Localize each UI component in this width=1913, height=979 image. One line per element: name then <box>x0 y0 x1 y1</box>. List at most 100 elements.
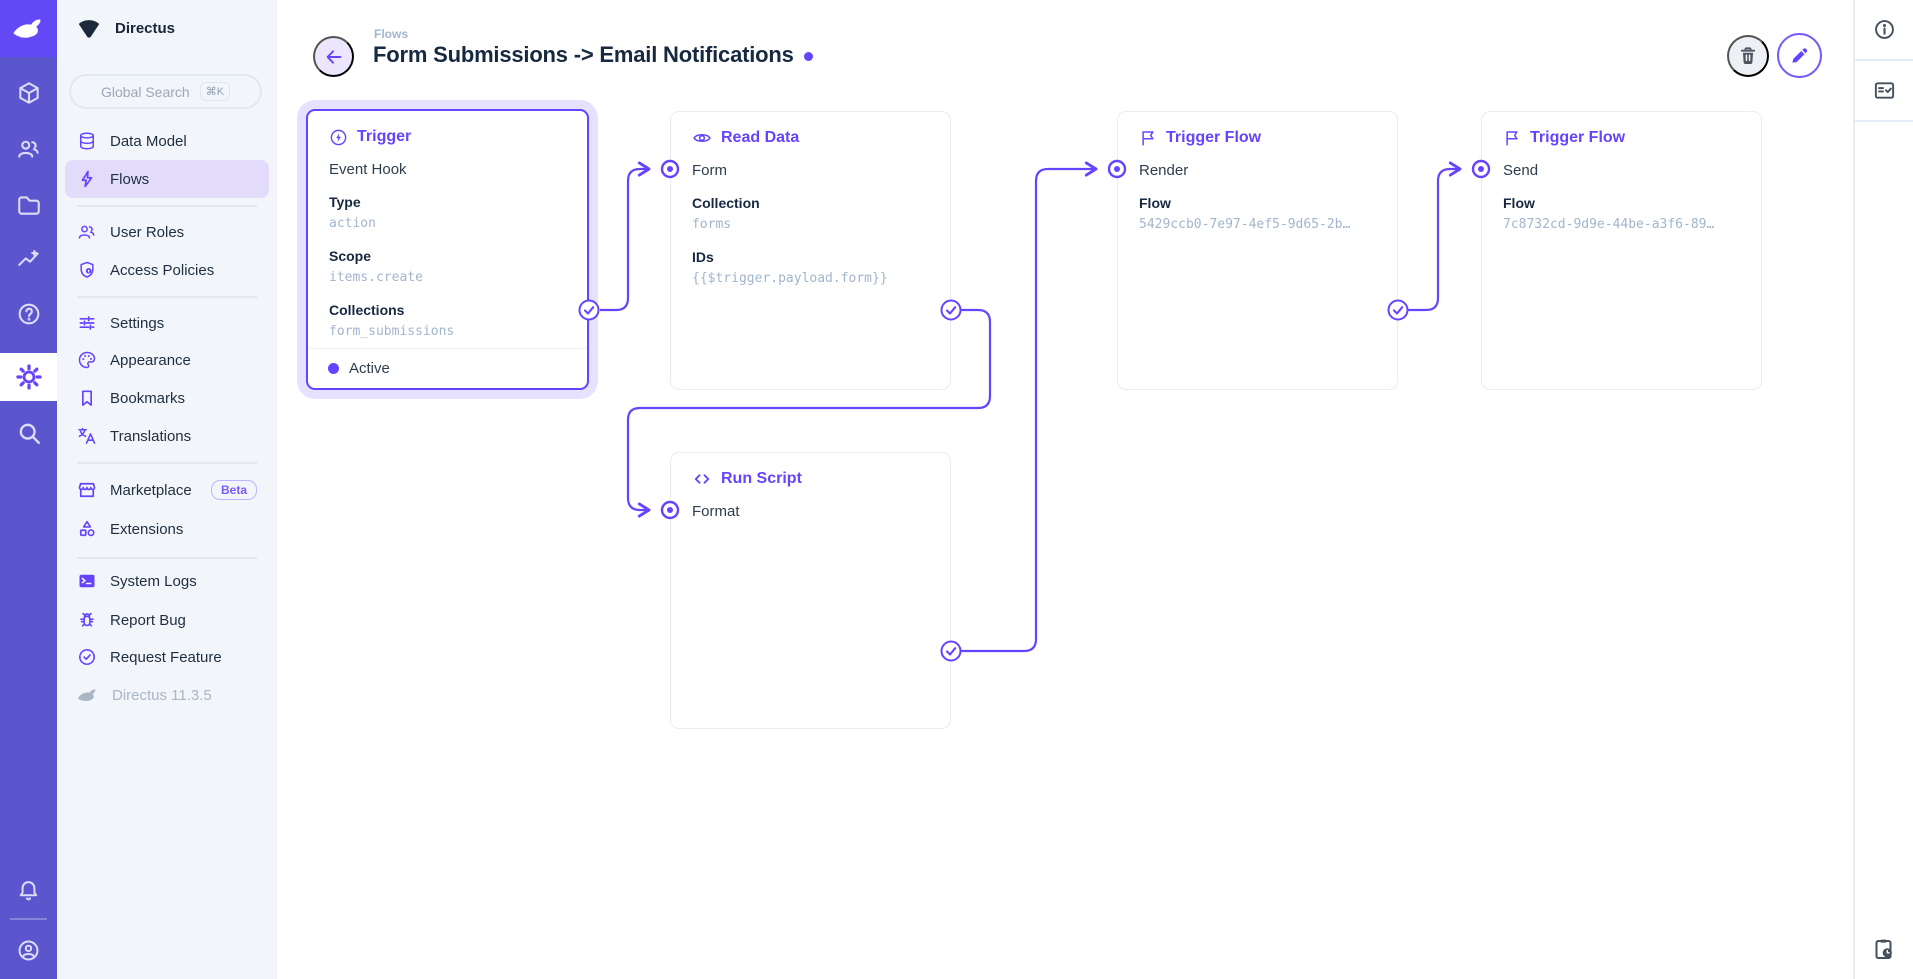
extension-icon <box>79 520 95 537</box>
sidebar-item-label: Settings <box>110 314 165 332</box>
sidebar-activity-button[interactable] <box>1855 918 1913 979</box>
node-name: Render <box>1139 162 1189 179</box>
project-name: Directus <box>115 20 176 37</box>
field-value: forms <box>692 217 732 232</box>
account-button[interactable] <box>0 926 57 974</box>
sidebar-revisions-button[interactable] <box>1855 61 1913 122</box>
sidebar-item-label: Marketplace <box>110 481 192 499</box>
sidebar-item-data-model[interactable]: Data Model <box>65 122 269 160</box>
help-icon <box>18 303 39 325</box>
directus-logo-tile[interactable] <box>0 0 57 57</box>
sidebar-item-appearance[interactable]: Appearance <box>65 341 269 379</box>
node-type-label: Run Script <box>692 467 929 491</box>
palette-icon <box>78 351 96 369</box>
global-search-input[interactable]: Global Search ⌘K <box>69 74 262 109</box>
database-icon <box>80 132 94 150</box>
field-label: Flow <box>1503 195 1535 211</box>
status-label: Active <box>349 360 390 377</box>
sidebar-item-label: Translations <box>110 427 192 445</box>
flow-node-trigger-flow-render[interactable]: Trigger Flow Render Flow 5429ccb0-7e97-4… <box>1117 111 1398 390</box>
arrow-left-icon <box>326 49 341 64</box>
flow-node-read-data[interactable]: Read Data Form Collection forms IDs {{$t… <box>670 111 951 390</box>
module-docs[interactable] <box>0 290 57 338</box>
bell-icon <box>19 880 38 900</box>
page-title: Form Submissions -> Email Notifications <box>373 42 794 67</box>
rabbit-gray-icon <box>77 688 96 701</box>
sidebar-item-label: Extensions <box>110 520 184 538</box>
gear-icon <box>15 364 42 390</box>
sidebar-item-extensions[interactable]: Extensions <box>65 510 269 548</box>
sidebar-item-access-policies[interactable]: Access Policies <box>65 251 269 289</box>
eye-icon <box>693 133 711 143</box>
field-value: {{$trigger.payload.form}} <box>692 271 888 286</box>
trash-icon <box>1740 47 1756 64</box>
module-settings[interactable] <box>0 353 57 401</box>
sidebar-item-system-logs[interactable]: System Logs <box>65 562 269 600</box>
bolt-icon <box>81 170 93 188</box>
node-type-text: Trigger Flow <box>1530 129 1626 146</box>
field-value: form_submissions <box>329 324 455 339</box>
pending-clipboard-icon <box>1875 939 1892 959</box>
flag-icon <box>1142 131 1154 146</box>
node-type-text: Trigger Flow <box>1166 129 1262 146</box>
back-button[interactable] <box>313 36 354 77</box>
sidebar-item-marketplace[interactable]: Marketplace Beta <box>65 471 269 509</box>
field-value: action <box>329 216 376 231</box>
sidebar-item-version[interactable]: Directus 11.3.5 <box>65 676 269 714</box>
sidebar-item-request-feature[interactable]: Request Feature <box>65 638 269 676</box>
flow-node-run-script[interactable]: Run Script Format <box>670 452 951 729</box>
bolt-circle-icon <box>330 129 347 145</box>
sidebar-information-button[interactable] <box>1855 0 1913 61</box>
sidebar-divider <box>77 557 257 559</box>
flag-icon <box>1506 131 1518 146</box>
sidebar-item-flows[interactable]: Flows <box>65 160 269 198</box>
sidebar-item-label: Flows <box>110 170 150 188</box>
search-shortcut-badge: ⌘K <box>199 82 231 101</box>
version-label: Directus 11.3.5 <box>112 686 212 704</box>
trigger-status: Active <box>308 348 587 388</box>
sidebar-divider <box>77 296 257 298</box>
sidebar-item-translations[interactable]: Translations <box>65 417 269 455</box>
sidebar-item-label: User Roles <box>110 223 185 241</box>
project-switcher[interactable]: Directus <box>57 0 277 57</box>
sidebar-item-user-roles[interactable]: User Roles <box>65 213 269 251</box>
detail-sidebar <box>1853 0 1913 979</box>
module-content[interactable] <box>0 69 57 117</box>
project-logo-icon <box>78 19 100 38</box>
edit-flow-button[interactable] <box>1777 33 1822 78</box>
sidebar-item-settings[interactable]: Settings <box>65 304 269 342</box>
flow-node-trigger[interactable]: Trigger Event Hook Type action Scope ite… <box>306 109 589 390</box>
module-files[interactable] <box>0 181 57 229</box>
notifications-button[interactable] <box>0 866 57 914</box>
account-circle-icon <box>18 940 39 960</box>
fact-check-icon <box>1874 82 1894 99</box>
code-icon <box>694 474 710 484</box>
rabbit-logo-icon <box>12 19 40 38</box>
field-label: Collections <box>329 302 405 318</box>
field-label: Collection <box>692 195 760 211</box>
module-insights[interactable] <box>0 235 57 283</box>
storefront-icon <box>78 482 96 498</box>
flow-node-trigger-flow-send[interactable]: Trigger Flow Send Flow 7c8732cd-9d9e-44b… <box>1481 111 1762 390</box>
sidebar-item-label: Report Bug <box>110 611 186 629</box>
delete-flow-button[interactable] <box>1727 35 1769 77</box>
field-label: Type <box>329 194 361 210</box>
sidebar-item-label: Appearance <box>110 351 191 369</box>
info-icon <box>1874 20 1894 39</box>
breadcrumb[interactable]: Flows <box>374 27 409 41</box>
module-users[interactable] <box>0 125 57 173</box>
node-type-label: Trigger <box>329 125 566 149</box>
sidebar-item-bookmarks[interactable]: Bookmarks <box>65 379 269 417</box>
sidebar-item-label: Request Feature <box>110 648 222 666</box>
rail-divider <box>10 918 47 920</box>
sidebar-item-label: Data Model <box>110 132 187 150</box>
field-value: items.create <box>329 270 423 285</box>
module-search[interactable] <box>0 409 57 457</box>
sidebar-item-report-bug[interactable]: Report Bug <box>65 601 269 639</box>
nav-sidebar: Directus Global Search ⌘K Data Model Flo… <box>57 0 277 979</box>
bug-icon <box>80 612 94 627</box>
node-type-label: Read Data <box>692 126 929 150</box>
sidebar-item-label: System Logs <box>110 572 197 590</box>
pencil-icon <box>1792 48 1808 63</box>
node-name: Send <box>1503 162 1539 179</box>
